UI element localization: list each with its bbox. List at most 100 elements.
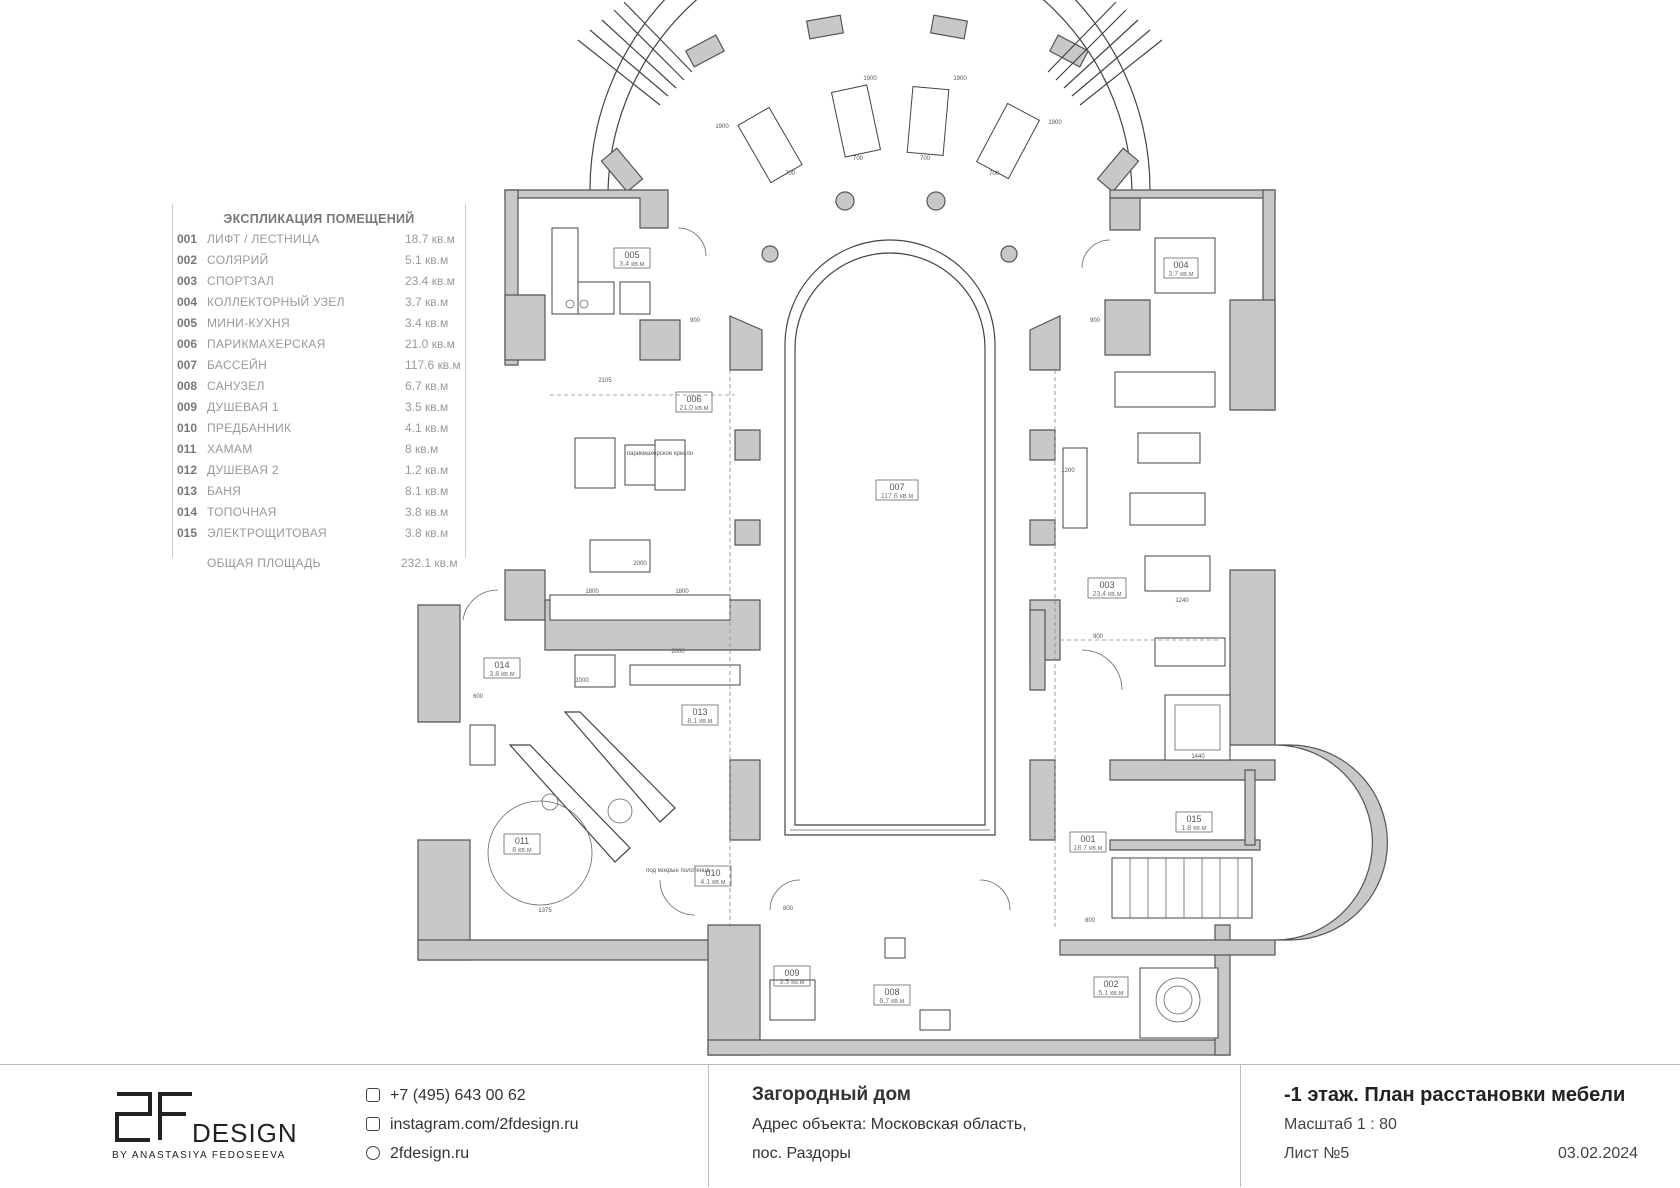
stairs: [1111, 857, 1253, 919]
svg-text:009: 009: [784, 968, 799, 978]
dim: 2000: [633, 561, 647, 567]
svg-text:011: 011: [515, 836, 529, 846]
svg-text:5.1 кв.м: 5.1 кв.м: [1098, 990, 1123, 997]
total-area: 232.1 кв.м: [401, 556, 458, 570]
svg-text:3.5 кв.м: 3.5 кв.м: [779, 979, 804, 986]
svg-text:004: 004: [1173, 260, 1188, 270]
dim: 2105: [598, 378, 612, 384]
window: [684, 34, 726, 68]
instagram-row[interactable]: instagram.com/2fdesign.ru: [366, 1116, 579, 1134]
column: [926, 191, 946, 211]
dim: 900: [1093, 634, 1104, 640]
room-name: СОЛЯРИЙ: [207, 253, 269, 267]
sauna-furniture: [469, 654, 741, 906]
room-area: 3.5 кв.м: [405, 400, 449, 414]
phone-text: +7 (495) 643 00 62: [390, 1087, 526, 1104]
room-number: 003: [177, 274, 198, 288]
dim: 1000: [575, 678, 589, 684]
svg-text:001: 001: [1080, 834, 1095, 844]
project-title: Загородный дом: [752, 1084, 911, 1105]
window: [1096, 147, 1140, 193]
room-name: МИНИ-КУХНЯ: [207, 316, 290, 330]
dim: 1900: [715, 124, 729, 130]
kitchen-units: [551, 227, 651, 315]
sheet-number: Лист №5: [1284, 1145, 1350, 1162]
room-name: ДУШЕВАЯ 1: [207, 400, 279, 414]
note-chair: парикмахерское кресло: [627, 451, 694, 457]
room-area: 3.7 кв.м: [405, 295, 449, 309]
svg-text:005: 005: [624, 250, 639, 260]
address-line-2: пос. Раздоры: [752, 1145, 851, 1162]
doors: [462, 227, 1123, 916]
room-number: 006: [177, 337, 198, 351]
stairs: [577, 1, 1163, 106]
divider: [708, 1064, 709, 1187]
total-label: ОБЩАЯ ПЛОЩАДЬ: [207, 556, 321, 570]
svg-text:117.6 кв.м: 117.6 кв.м: [881, 493, 914, 500]
salon-furniture: [549, 437, 731, 621]
room-name: БАНЯ: [207, 484, 242, 498]
room-name: ЭЛЕКТРОЩИТОВАЯ: [207, 526, 327, 540]
room-area: 5.1 кв.м: [405, 253, 449, 267]
dim: 1900: [953, 76, 967, 82]
room-number: 002: [177, 253, 198, 267]
dim: 800: [1085, 918, 1096, 924]
address-line-1: Адрес объекта: Московская область,: [752, 1116, 1027, 1133]
window: [600, 147, 644, 193]
room-number: 007: [177, 358, 198, 372]
dim: 1200: [1061, 468, 1075, 474]
phone-row[interactable]: +7 (495) 643 00 62: [366, 1087, 526, 1105]
room-area: 23.4 кв.м: [405, 274, 455, 288]
room-area: 6.7 кв.м: [405, 379, 449, 393]
note-towels: под мокрые полотенца: [646, 868, 710, 874]
dim: 700: [785, 171, 796, 177]
room-number: 005: [177, 316, 198, 330]
svg-text:4.1 кв.м: 4.1 кв.м: [700, 879, 725, 886]
logo-mark-icon: [115, 1092, 192, 1142]
room-name: БАССЕЙН: [207, 358, 268, 372]
rotunda: [577, 0, 1163, 263]
room-area: 8.1 кв.м: [405, 484, 449, 498]
svg-text:014: 014: [494, 660, 509, 670]
sun-lounger: [830, 84, 882, 158]
room-area: 1.2 кв.м: [405, 463, 449, 477]
room-number: 001: [177, 232, 198, 246]
room-name: ПАРИКМАХЕРСКАЯ: [207, 337, 326, 351]
phone-icon: [366, 1088, 380, 1102]
svg-text:010: 010: [705, 868, 720, 878]
room-area: 8 кв.м: [405, 442, 439, 456]
room-area: 18.7 кв.м: [405, 232, 455, 246]
bathroom-fixtures: [769, 937, 951, 1031]
svg-text:3.8 кв.м: 3.8 кв.м: [489, 671, 514, 678]
svg-text:3.4 кв.м: 3.4 кв.м: [619, 261, 644, 268]
room-number: 004: [177, 295, 198, 309]
svg-text:007: 007: [889, 482, 904, 492]
dim: 1800: [675, 589, 689, 595]
room-schedule-title: ЭКСПЛИКАЦИЯ ПОМЕЩЕНИЙ: [223, 212, 415, 226]
pool: [784, 239, 996, 836]
svg-text:008: 008: [884, 987, 899, 997]
room-area: 3.8 кв.м: [405, 526, 449, 540]
svg-text:6.7 кв.м: 6.7 кв.м: [879, 998, 904, 1005]
sun-lounger: [975, 102, 1041, 180]
website-row[interactable]: 2fdesign.ru: [366, 1145, 469, 1163]
svg-text:23.4 кв.м: 23.4 кв.м: [1092, 591, 1121, 598]
